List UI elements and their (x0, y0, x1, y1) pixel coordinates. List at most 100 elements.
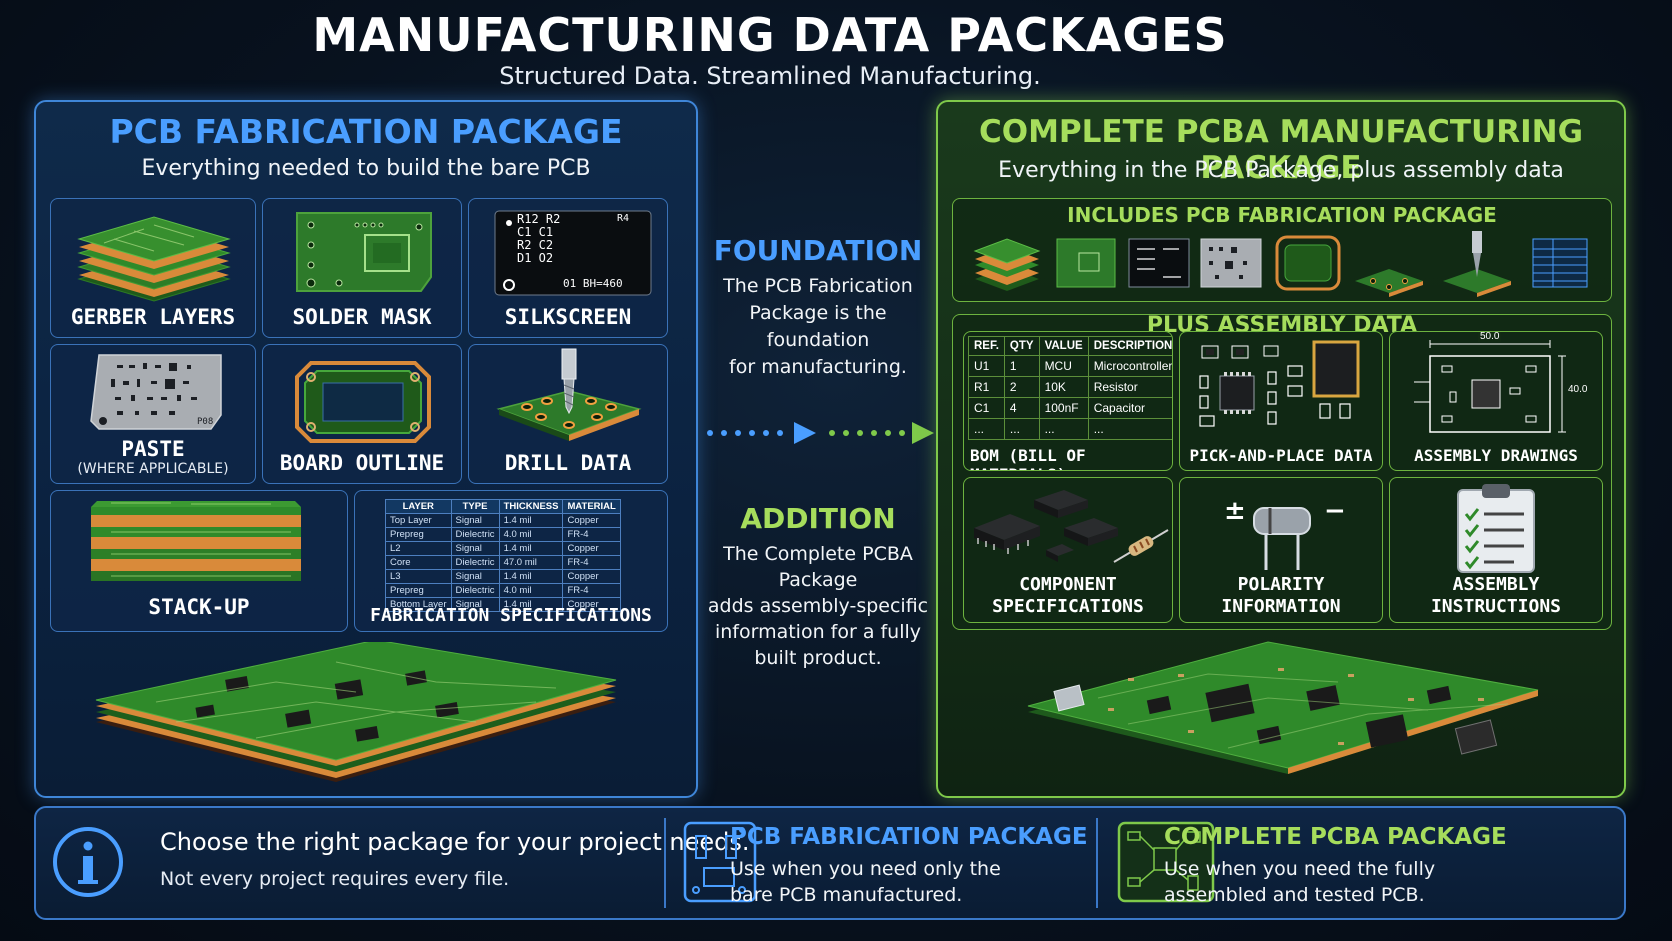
stack-up-label: STACK-UP (148, 595, 250, 619)
addition-title: ADDITION (740, 502, 896, 535)
bom-header: REF. (968, 336, 1005, 356)
pick-and-place-icon (1199, 340, 1360, 427)
table-cell: Dielectric (450, 555, 500, 570)
table-cell: Dielectric (450, 527, 500, 542)
mini-gerber-icon (973, 238, 1041, 291)
footer-pcb-title: PCB FABRICATION PACKAGE (730, 824, 1088, 850)
footer-pcba-title: COMPLETE PCBA PACKAGE (1164, 824, 1507, 850)
assembly-instructions-label-2: INSTRUCTIONS (1430, 596, 1562, 617)
spec-header: THICKNESS (498, 499, 564, 514)
foundation-block: FOUNDATION The PCB Fabrication Package i… (700, 234, 936, 381)
polarity-label-2: INFORMATION (1221, 596, 1341, 617)
paste-note: (WHERE APPLICABLE) (77, 461, 229, 477)
plus-symbol: ± (1224, 496, 1246, 526)
includes-title: INCLUDES PCB FABRICATION PACKAGE (1067, 203, 1497, 227)
spec-header-row: LAYER TYPE THICKNESS MATERIAL (385, 499, 621, 514)
table-cell: Signal (450, 513, 500, 528)
drill-data-label: DRILL DATA (504, 451, 632, 475)
gerber-layers-tile: GERBER LAYERS (50, 198, 256, 338)
silk-line-3: R2 C2 (517, 238, 554, 252)
pcba-panel-subtitle: Everything in the PCB Package, plus asse… (998, 158, 1564, 183)
includes-icons-row (973, 231, 1588, 297)
paste-stencil-icon (90, 354, 222, 430)
table-cell: 1.4 mil (498, 541, 564, 556)
pcba-panel-title: COMPLETE PCBA MANUFACTURING PACKAGE (978, 114, 1584, 186)
component-specs-label-1: COMPONENT (1019, 574, 1117, 595)
stack-up-tile: STACK-UP (50, 490, 348, 632)
table-cell: Copper (562, 597, 621, 612)
polarity-label-1: POLARITY (1237, 574, 1325, 595)
board-outline-tile: BOARD OUTLINE (262, 344, 462, 484)
board-outline-label: BOARD OUTLINE (279, 451, 445, 475)
drill-bit-icon (496, 348, 642, 441)
table-cell: Prepreg (385, 583, 452, 598)
fabrication-specs-label: FABRICATION SPECIFICATIONS (370, 605, 652, 626)
silk-top-right: R4 (617, 213, 630, 224)
solder-mask-tile: SOLDER MASK (262, 198, 462, 338)
pcb-panel-title: PCB FABRICATION PACKAGE (109, 112, 623, 151)
footer-pcba-text: Use when you need the fully assembled an… (1164, 856, 1435, 908)
table-cell: Copper (562, 569, 621, 584)
paste-id-text: P08 (197, 417, 214, 427)
spec-header: LAYER (385, 499, 452, 514)
bom-header: DESCRIPTION (1087, 336, 1172, 356)
pick-and-place-tile: PICK-AND-PLACE DATA (1179, 331, 1383, 471)
table-cell: FR-4 (562, 583, 621, 598)
table-cell: Bottom Layer (385, 597, 452, 612)
table-cell: U1 (968, 355, 1005, 377)
mini-drill-data-icon (1355, 269, 1423, 297)
clipboard-icon (1457, 484, 1535, 573)
table-cell: Prepreg (385, 527, 452, 542)
footer-pcb-line: Use when you need only the (730, 858, 1001, 880)
bom-header-row: REF. QTY VALUE DESCRIPTION (968, 336, 1172, 356)
bom-label: BOM (BILL OF MATERIALS) (970, 446, 1086, 470)
table-cell: ... (1003, 418, 1040, 440)
table-cell: Microcontroller (1087, 355, 1172, 377)
table-cell: Signal (450, 569, 500, 584)
components-icon (974, 490, 1169, 563)
table-cell: 1 (1003, 355, 1040, 377)
table-cell: 4.0 mil (498, 527, 564, 542)
addition-line: adds assembly-specific (707, 595, 929, 617)
paste-tile: P08 PASTE (WHERE APPLICABLE) (50, 344, 256, 484)
spec-header: TYPE (450, 499, 500, 514)
table-cell: ... (968, 418, 1005, 440)
solder-mask-label: SOLDER MASK (292, 305, 432, 329)
table-cell: L3 (385, 569, 452, 584)
table-cell: Resistor (1087, 376, 1172, 398)
drill-data-tile: DRILL DATA (468, 344, 668, 484)
minus-symbol: − (1324, 496, 1346, 526)
gerber-layers-label: GERBER LAYERS (70, 305, 236, 329)
footer-pcb-line: bare PCB manufactured. (730, 884, 963, 906)
gerber-layers-icon (77, 216, 231, 302)
table-cell: L2 (385, 541, 452, 556)
pcb-package-icon (683, 821, 757, 903)
solder-mask-icon (296, 212, 432, 292)
table-cell: ... (1038, 418, 1089, 440)
pcba-package-panel: COMPLETE PCBA MANUFACTURING PACKAGE Ever… (936, 100, 1626, 798)
mini-solder-mask-icon (1056, 238, 1116, 288)
table-cell: 47.0 mil (498, 555, 564, 570)
footer-pcba-line: Use when you need the fully (1164, 858, 1436, 880)
component-specs-label-2: SPECIFICATIONS (992, 596, 1144, 617)
assembled-pcba-illustration (1027, 641, 1539, 774)
addition-line: information for a fully (714, 621, 922, 643)
table-cell: 4.0 mil (498, 583, 564, 598)
stack-up-icon (91, 501, 301, 581)
table-cell: ... (1087, 418, 1172, 440)
addition-line: The Complete PCBA Package (723, 543, 913, 591)
addition-line: built product. (754, 647, 882, 669)
mini-silkscreen-icon (1128, 238, 1190, 288)
mini-drill-bit-icon (1443, 231, 1511, 297)
mini-fab-specs-icon (1532, 238, 1588, 288)
silk-line-4: D1 O2 (517, 251, 554, 265)
table-cell: FR-4 (562, 527, 621, 542)
addition-text: The Complete PCBA Package adds assembly-… (700, 541, 936, 671)
table-cell: Signal (450, 541, 500, 556)
table-cell: C1 (968, 397, 1005, 419)
